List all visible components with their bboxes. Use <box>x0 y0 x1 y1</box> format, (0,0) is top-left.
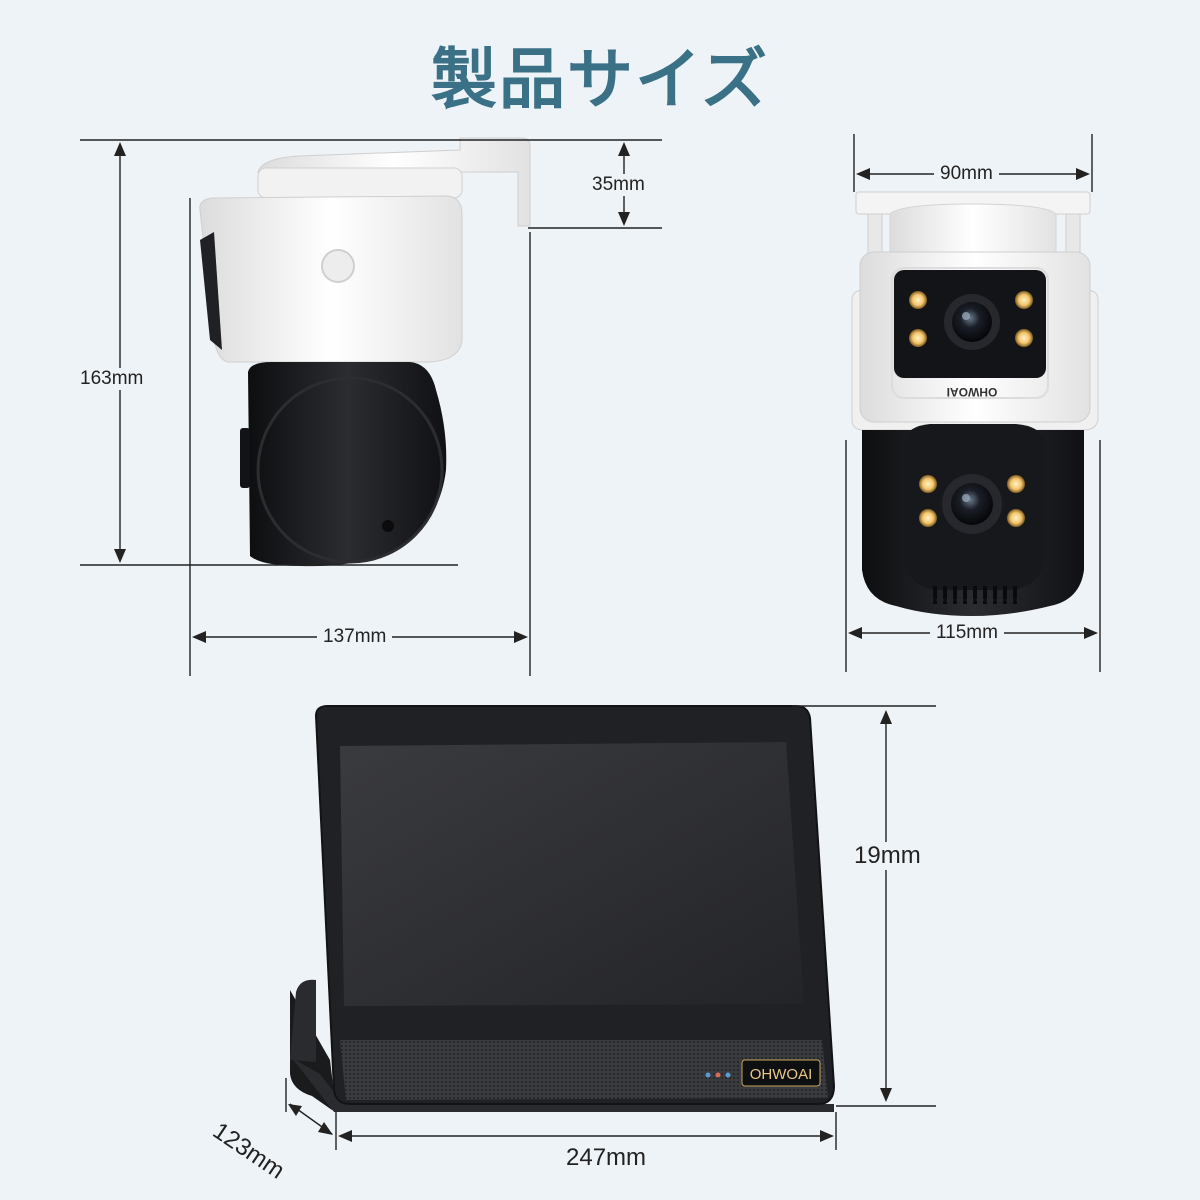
page-title: 製品サイズ <box>430 41 770 118</box>
camera-front-top-width-label: 90mm <box>934 163 999 185</box>
monitor-width-label: 247mm <box>560 1144 653 1172</box>
monitor-height-label: 19mm <box>848 842 927 870</box>
monitor-illustration: OHWOAI <box>290 705 836 1112</box>
monitor-logo: OHWOAI <box>750 1066 813 1083</box>
camera-side-height-label: 163mm <box>74 368 150 390</box>
camera-side-bracket-label: 35mm <box>586 174 651 196</box>
camera-front-view: OHWOAI <box>851 191 1099 616</box>
camera-side-dimension-lines <box>80 139 662 676</box>
camera-side-width-label: 137mm <box>317 626 393 648</box>
camera-side-view <box>199 137 531 567</box>
monitor-dimension-lines <box>285 705 936 1150</box>
camera-logo: OHWOAI <box>947 385 998 399</box>
camera-front-bottom-width-label: 115mm <box>930 622 1004 644</box>
